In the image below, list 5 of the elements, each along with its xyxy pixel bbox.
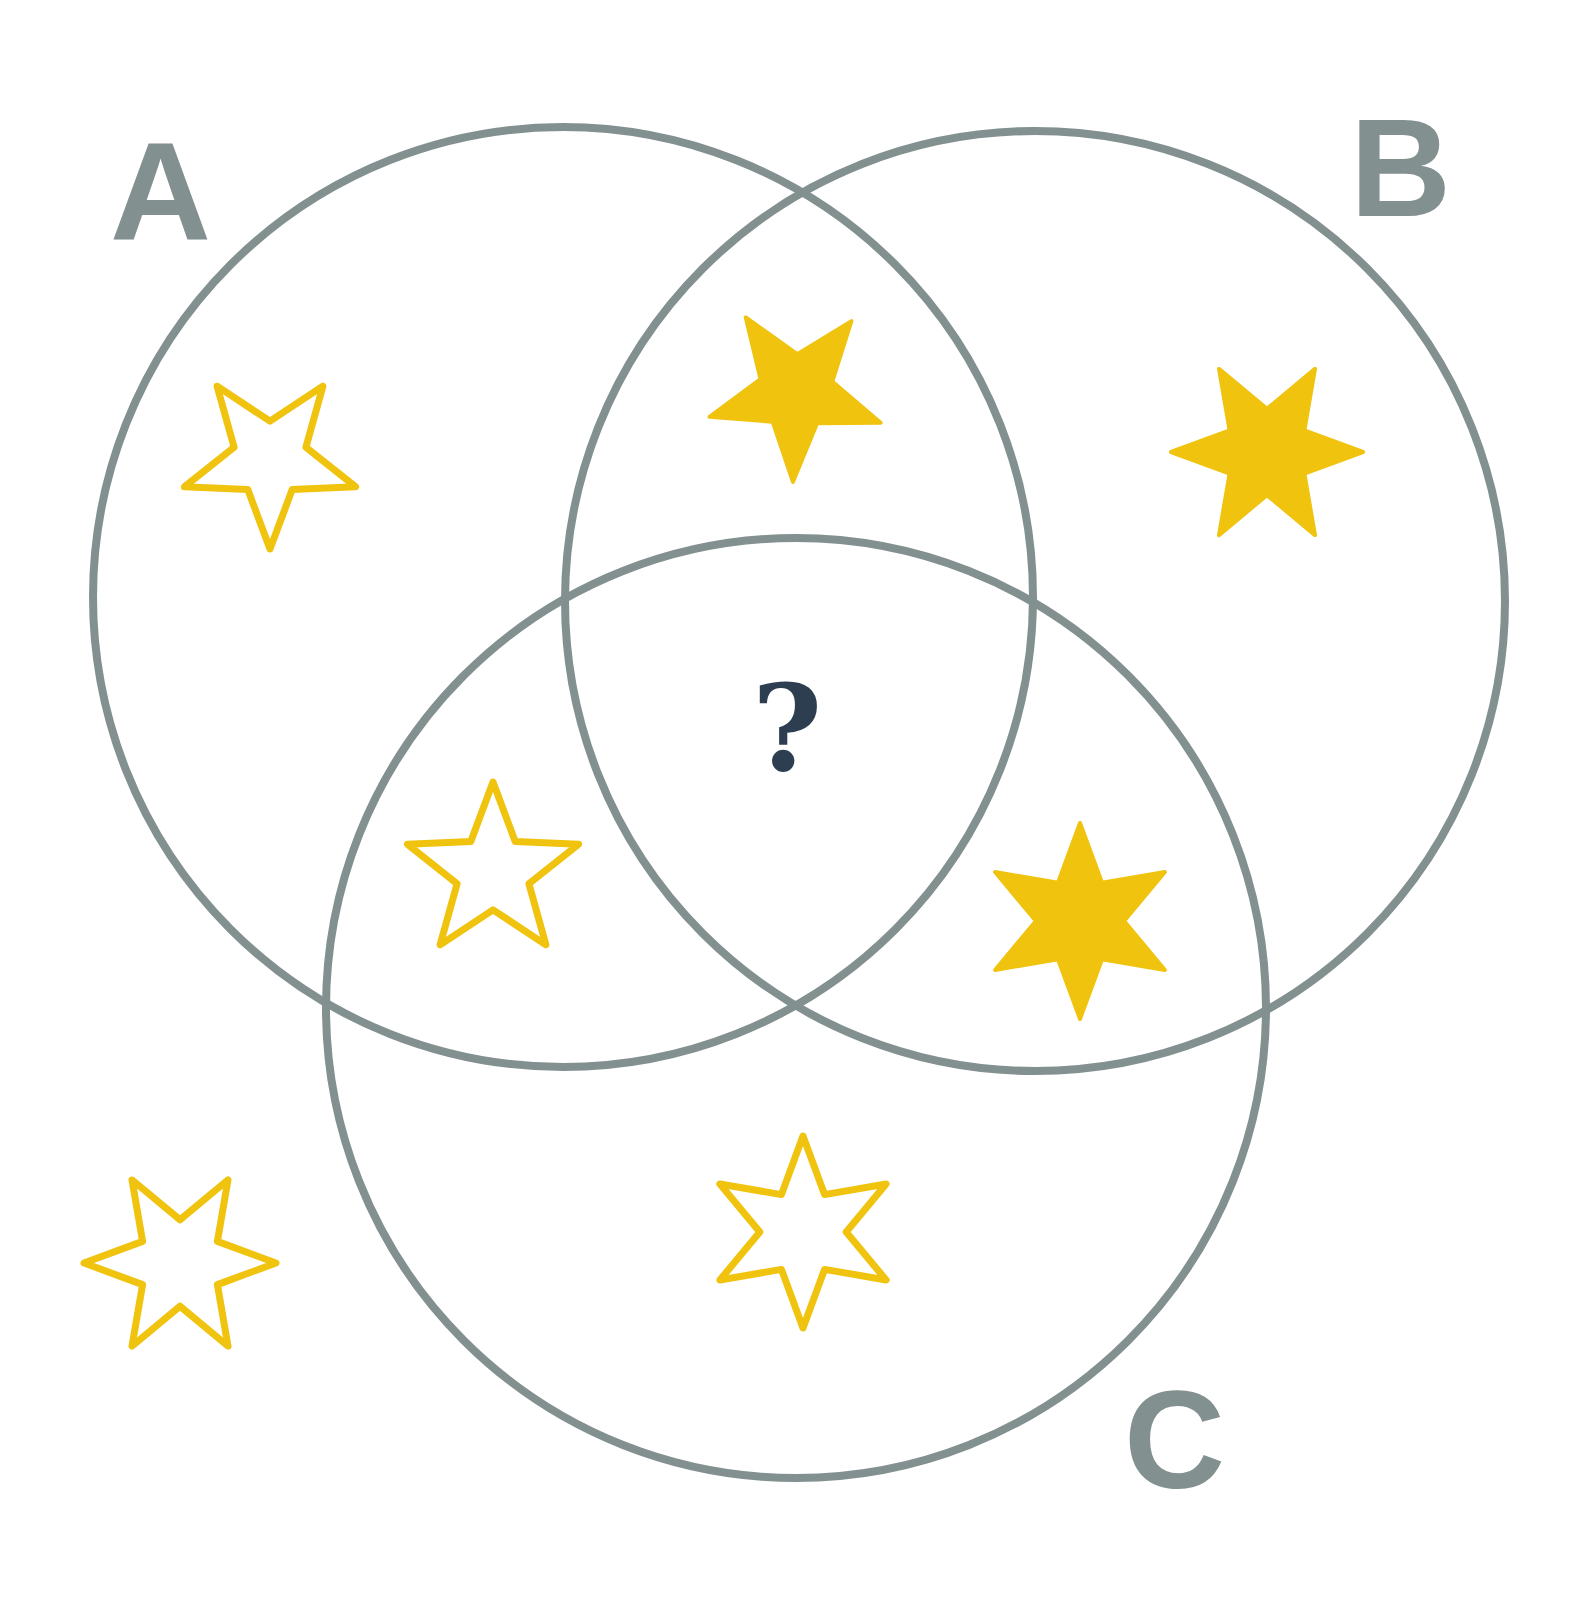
set-label: B: [1350, 98, 1452, 238]
set-label: A: [110, 122, 212, 262]
set-circle: [89, 123, 1037, 1071]
set-label: C: [1124, 1370, 1226, 1510]
question-mark: ?: [752, 668, 823, 788]
